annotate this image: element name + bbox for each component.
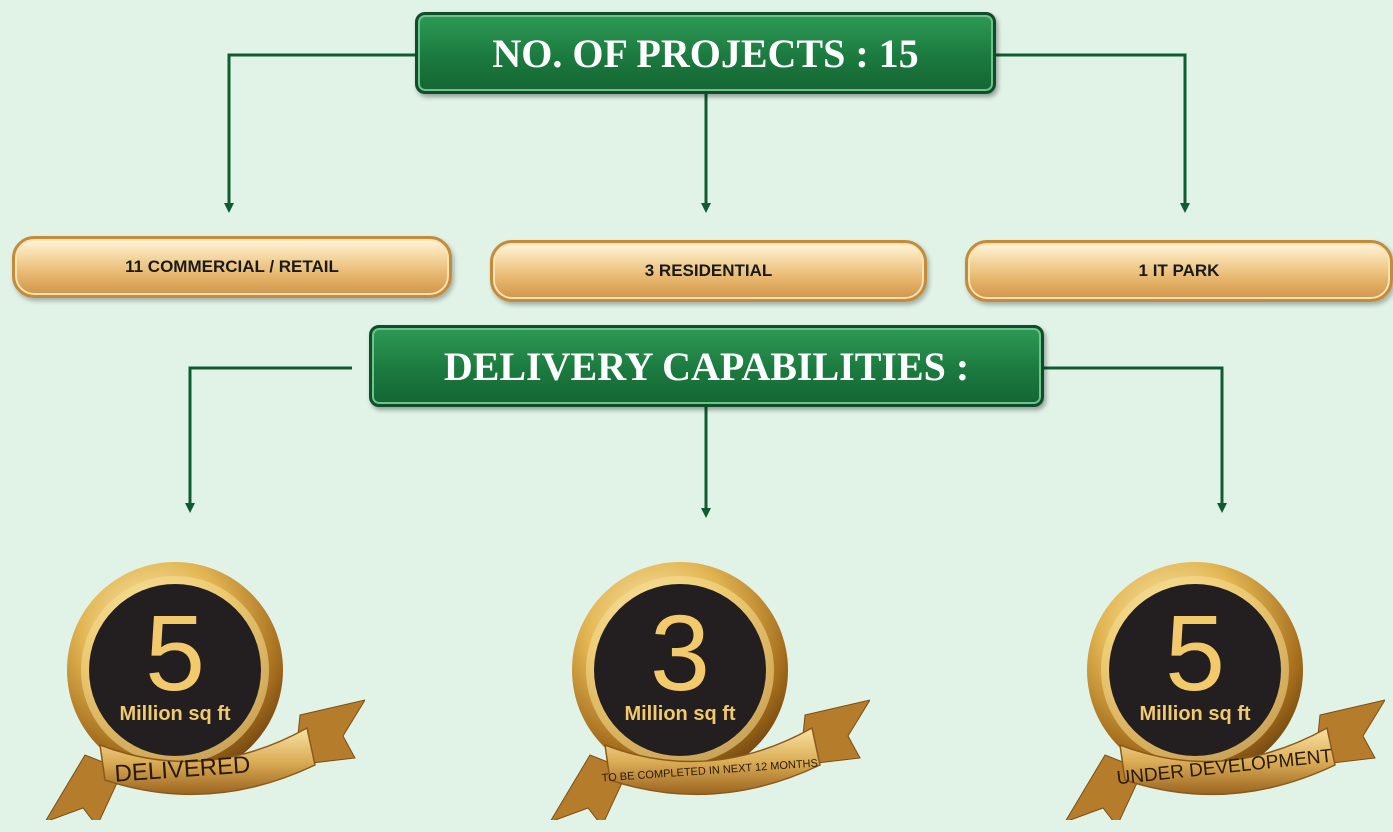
badge-center xyxy=(89,584,261,756)
capability-badge-delivered: 5 Million sq ft DELIVERED xyxy=(45,560,365,820)
capability-value: 3 xyxy=(650,592,710,713)
ribbon-banner xyxy=(604,726,821,796)
project-type-commercial-retail: 11 COMMERCIAL / RETAIL xyxy=(12,236,452,298)
ribbon-banner xyxy=(99,726,316,796)
connector-commercial xyxy=(224,53,415,213)
badge-center xyxy=(594,584,766,756)
capability-unit: Million sq ft xyxy=(1139,703,1250,725)
projects-count-header: NO. OF PROJECTS : 15 xyxy=(415,12,996,94)
project-type-it-park: 1 IT PARK xyxy=(965,240,1393,302)
capability-value: 5 xyxy=(145,592,205,713)
capability-unit: Million sq ft xyxy=(119,703,230,725)
connector-itpark xyxy=(996,53,1190,213)
capability-value: 5 xyxy=(1165,592,1225,713)
capability-unit: Million sq ft xyxy=(624,703,735,725)
capability-badge-completing: 3 Million sq ft TO BE COMPLETED IN NEXT … xyxy=(550,560,870,820)
connector-development xyxy=(1044,366,1227,513)
ribbon-banner xyxy=(1119,726,1336,796)
badge-center xyxy=(1109,584,1281,756)
capability-badge-development: 5 Million sq ft UNDER DEVELOPMENT xyxy=(1065,560,1385,820)
connector-delivered xyxy=(185,366,352,513)
delivery-capabilities-header: DELIVERY CAPABILITIES : xyxy=(369,325,1044,407)
project-type-residential: 3 RESIDENTIAL xyxy=(490,240,927,302)
